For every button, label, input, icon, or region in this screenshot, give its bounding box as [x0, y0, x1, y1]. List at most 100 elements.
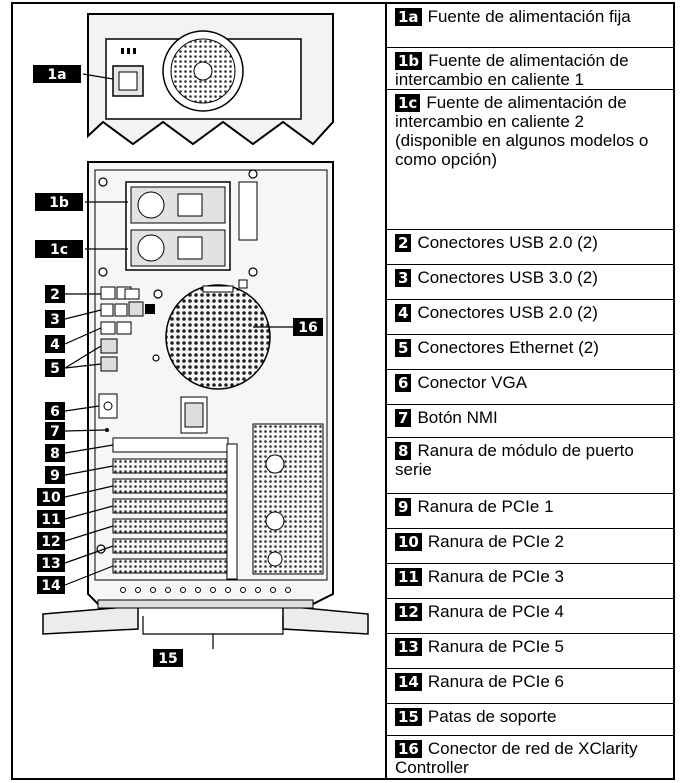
legend-badge: 2 — [395, 234, 412, 252]
legend-text: Conectores Ethernet (2) — [417, 338, 599, 357]
legend-text: Ranura de PCIe 6 — [427, 672, 564, 691]
svg-text:8: 8 — [50, 446, 60, 462]
callout-13: 13 — [37, 554, 65, 572]
legend-text: Botón NMI — [417, 408, 498, 427]
legend-text: Conector de red de XClarity Controller — [395, 739, 638, 777]
column-divider — [385, 4, 387, 778]
legend-badge: 10 — [395, 533, 422, 551]
figure-frame: 1a 1b 1c 2 3 4 5 6 7 8 9 10 11 12 13 14 … — [11, 2, 675, 780]
legend-row-9: 9 Ranura de PCIe 1 — [387, 494, 673, 529]
hot-swap-power-supplies — [125, 181, 258, 271]
svg-text:9: 9 — [50, 468, 60, 484]
callout-14: 14 — [37, 576, 65, 594]
legend-row-6: 6 Conector VGA — [387, 370, 673, 405]
legend-badge: 5 — [395, 339, 412, 357]
side-grille — [252, 423, 324, 575]
legend-badge: 13 — [395, 638, 422, 656]
legend-badge: 15 — [395, 708, 422, 726]
legend-row-14: 14 Ranura de PCIe 6 — [387, 669, 673, 704]
callout-9: 9 — [45, 466, 65, 484]
svg-text:1c: 1c — [50, 242, 68, 258]
legend-badge: 12 — [395, 603, 422, 621]
legend-text: Fuente de alimentación de intercambio en… — [395, 93, 649, 169]
legend-badge: 4 — [395, 304, 412, 322]
svg-text:12: 12 — [41, 534, 60, 550]
callout-5: 5 — [45, 359, 65, 377]
legend-text: Patas de soporte — [427, 707, 557, 726]
legend-text: Conector VGA — [417, 373, 528, 392]
xclarity-port — [145, 304, 155, 314]
callout-10: 10 — [37, 488, 65, 506]
callout-12: 12 — [37, 532, 65, 550]
legend-row-1a: 1a Fuente de alimentación fija — [387, 4, 673, 48]
legend-text: Conectores USB 2.0 (2) — [417, 233, 598, 252]
callout-1a: 1a — [33, 65, 81, 83]
legend-text: Ranura de PCIe 3 — [427, 567, 564, 586]
legend-row-11: 11 Ranura de PCIe 3 — [387, 564, 673, 599]
legend-text: Ranura de módulo de puerto serie — [395, 441, 634, 479]
legend-row-10: 10 Ranura de PCIe 2 — [387, 529, 673, 564]
legend-badge: 7 — [395, 409, 412, 427]
legend-text: Ranura de PCIe 1 — [417, 497, 554, 516]
legend-badge: 1c — [395, 94, 421, 112]
callout-11: 11 — [37, 510, 65, 528]
svg-text:7: 7 — [50, 424, 60, 440]
legend-row-7: 7 Botón NMI — [387, 405, 673, 438]
legend-badge: 11 — [395, 568, 422, 586]
svg-text:3: 3 — [50, 312, 60, 328]
pcie-slots — [112, 437, 238, 580]
legend-row-2: 2 Conectores USB 2.0 (2) — [387, 230, 673, 265]
callout-16: 16 — [293, 318, 323, 336]
legend-badge: 9 — [395, 498, 412, 516]
svg-text:6: 6 — [50, 404, 60, 420]
server-rear-illustration: 1a 1b 1c 2 3 4 5 6 7 8 9 10 11 12 13 14 … — [33, 13, 369, 667]
legend-row-4: 4 Conectores USB 2.0 (2) — [387, 300, 673, 335]
legend-text: Conectores USB 2.0 (2) — [417, 303, 598, 322]
legend-row-3: 3 Conectores USB 3.0 (2) — [387, 265, 673, 300]
legend-text: Fuente de alimentación de intercambio en… — [395, 51, 629, 89]
legend-badge: 6 — [395, 374, 412, 392]
svg-text:1a: 1a — [47, 67, 66, 83]
legend-row-15: 15 Patas de soporte — [387, 704, 673, 736]
legend-text: Conectores USB 3.0 (2) — [417, 268, 598, 287]
svg-text:5: 5 — [50, 361, 60, 377]
rear-fan-grille — [165, 284, 271, 390]
legend-badge: 3 — [395, 269, 412, 287]
legend-badge: 8 — [395, 442, 412, 460]
callout-1c: 1c — [35, 240, 83, 258]
legend-text: Fuente de alimentación fija — [427, 7, 631, 26]
svg-text:15: 15 — [158, 651, 177, 667]
callout-1b: 1b — [35, 193, 83, 211]
svg-text:10: 10 — [41, 490, 61, 506]
svg-text:4: 4 — [50, 337, 60, 353]
legend-row-13: 13 Ranura de PCIe 5 — [387, 634, 673, 669]
svg-text:13: 13 — [41, 556, 60, 572]
legend-badge: 1b — [395, 52, 423, 70]
legend-row-12: 12 Ranura de PCIe 4 — [387, 599, 673, 634]
legend-text: Ranura de PCIe 2 — [427, 532, 564, 551]
callout-3: 3 — [45, 310, 65, 328]
legend-text: Ranura de PCIe 5 — [427, 637, 564, 656]
legend-row-5: 5 Conectores Ethernet (2) — [387, 335, 673, 370]
svg-text:14: 14 — [41, 578, 61, 594]
io-panel — [98, 286, 144, 432]
svg-text:2: 2 — [50, 287, 60, 303]
legend-badge: 1a — [395, 8, 422, 26]
callout-15: 15 — [153, 649, 183, 667]
callout-6: 6 — [45, 402, 65, 420]
legend-badge: 16 — [395, 740, 422, 758]
support-feet — [42, 599, 369, 635]
fixed-power-supply — [87, 13, 334, 146]
svg-text:11: 11 — [41, 512, 60, 528]
callout-4: 4 — [45, 335, 65, 353]
legend-text: Ranura de PCIe 4 — [427, 602, 564, 621]
legend-badge: 14 — [395, 673, 422, 691]
callout-7: 7 — [45, 422, 65, 440]
svg-text:1b: 1b — [49, 195, 69, 211]
svg-text:16: 16 — [298, 320, 317, 336]
